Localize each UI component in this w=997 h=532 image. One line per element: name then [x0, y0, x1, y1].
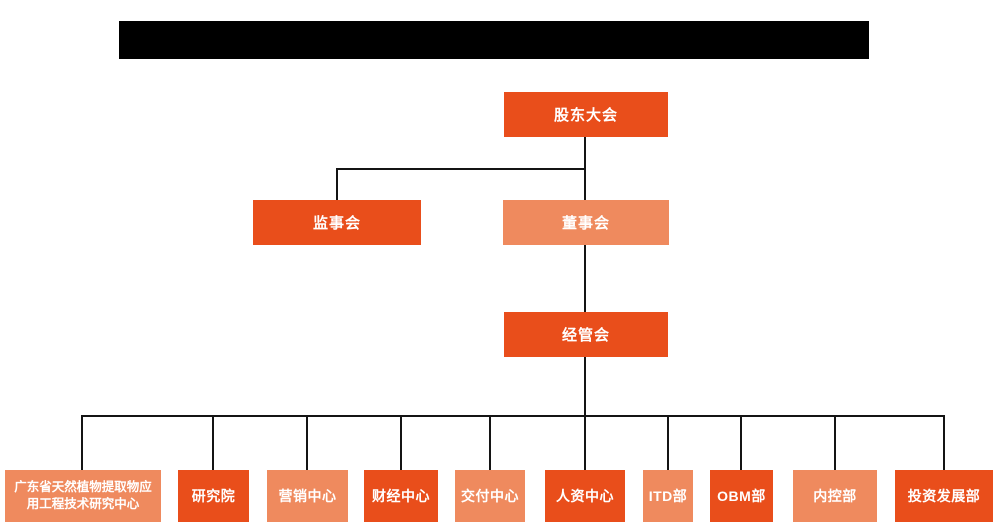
connector-drop-1	[81, 415, 83, 470]
dept-node-finance-center: 财经中心	[364, 470, 438, 522]
dept-node-internal-control: 内控部	[793, 470, 877, 522]
dept-node-delivery-center: 交付中心	[455, 470, 525, 522]
connector-branch-horizontal	[336, 168, 586, 170]
org-node-shareholders-meeting: 股东大会	[504, 92, 668, 137]
connector-drop-2	[212, 415, 214, 470]
connector-drop-5	[489, 415, 491, 470]
dept-node-obm: OBM部	[710, 470, 773, 522]
redacted-title-bar	[119, 21, 869, 59]
connector-to-supervisory	[336, 168, 338, 200]
connector-drop-3	[306, 415, 308, 470]
org-node-board-of-directors: 董事会	[503, 200, 669, 245]
dept-node-research-center: 广东省天然植物提取物应用工程技术研究中心	[5, 470, 161, 522]
connector-drop-7	[667, 415, 669, 470]
org-node-management-committee: 经管会	[504, 312, 668, 357]
connector-directors-management	[584, 245, 586, 312]
connector-to-directors	[584, 168, 586, 200]
connector-management-bus	[584, 357, 586, 415]
dept-node-research-institute: 研究院	[178, 470, 249, 522]
dept-node-marketing-center: 营销中心	[267, 470, 348, 522]
connector-bus-horizontal	[81, 415, 945, 417]
connector-root-down	[584, 137, 586, 168]
connector-drop-6	[584, 415, 586, 470]
connector-drop-10	[943, 415, 945, 470]
connector-drop-4	[400, 415, 402, 470]
dept-node-hr-center: 人资中心	[545, 470, 625, 522]
dept-node-itd: ITD部	[643, 470, 693, 522]
dept-node-investment-development: 投资发展部	[895, 470, 993, 522]
connector-drop-8	[740, 415, 742, 470]
org-node-supervisory-board: 监事会	[253, 200, 421, 245]
connector-drop-9	[834, 415, 836, 470]
